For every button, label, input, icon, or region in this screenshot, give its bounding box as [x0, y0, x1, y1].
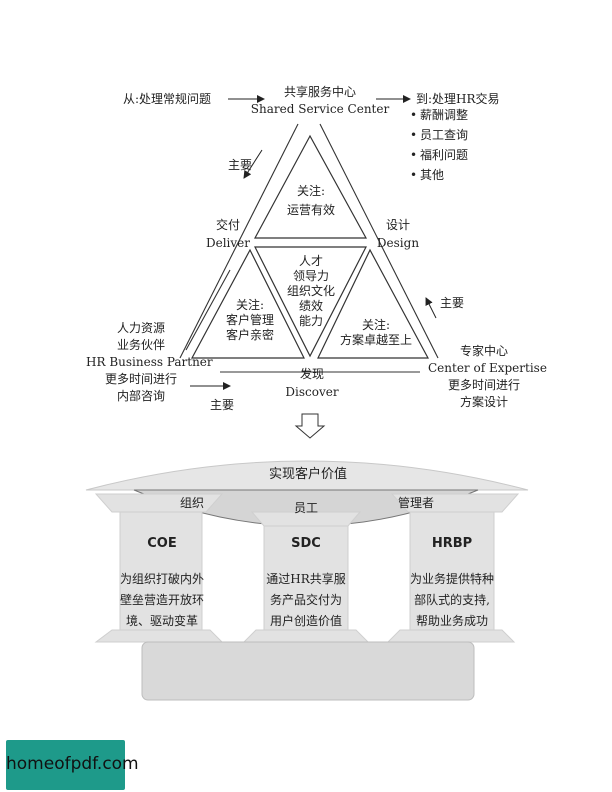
deliver-cn-label: 交付	[215, 218, 240, 232]
center-line: 人才	[298, 254, 323, 268]
top-triangle-label-2: 运营有效	[286, 203, 335, 217]
coe-line: 专家中心	[459, 344, 508, 358]
coe-line: Center of Expertise	[428, 361, 547, 375]
pillar-title: HRBP	[431, 536, 473, 551]
watermark-text: homeofpdf.com	[6, 754, 139, 774]
center-line: 组织文化	[286, 284, 335, 298]
hrbp-line: 人力资源	[116, 321, 165, 335]
right-inner-triangle	[317, 248, 430, 359]
hrbp-line: 更多时间进行	[104, 372, 177, 386]
left-note: 从:处理常规问题	[123, 92, 212, 106]
pillar-line: 为组织打破内外	[119, 572, 204, 586]
hrbp-line: 业务伙伴	[116, 338, 165, 352]
hrbp-line: 内部咨询	[116, 389, 165, 403]
pillar-line: 为业务提供特种	[409, 572, 494, 586]
left-tri-line: 客户亲密	[225, 328, 274, 342]
center-line: 绩效	[298, 299, 323, 313]
bullet-item: •薪酬调整	[410, 108, 469, 122]
bullet-item: •福利问题	[410, 148, 469, 162]
temple-graphic	[85, 460, 529, 701]
left-triangle-text: 关注: 客户管理 客户亲密	[210, 298, 290, 343]
coe-description: 专家中心 Center of Expertise 更多时间进行 方案设计	[428, 343, 547, 411]
coe-line: 方案设计	[459, 395, 508, 409]
deliver-en-label: Deliver	[205, 236, 250, 250]
right-tri-line: 方案卓越至上	[339, 333, 412, 347]
hrbp-line: HR Business Partner	[86, 355, 213, 369]
pillar-line: 通过HR共享服	[266, 572, 346, 586]
discover-en-label: Discover	[285, 385, 339, 399]
pillar-line: 用户创造价值	[269, 614, 342, 628]
hrbp-description: 人力资源 业务伙伴 HR Business Partner 更多时间进行 内部咨…	[86, 320, 213, 405]
temple-roof	[85, 460, 529, 491]
bullet-item: •其他	[410, 168, 445, 182]
right-bullet-list: •薪酬调整 •员工查询 •福利问题 •其他	[410, 105, 468, 185]
design-en-label: Design	[376, 236, 420, 250]
left-tri-line: 关注:	[235, 298, 265, 312]
pillar-line: 帮助业务成功	[415, 614, 488, 628]
pillar-line: 务产品交付为	[269, 593, 342, 607]
arc-item-employee: 员工	[293, 501, 318, 515]
bullet-item: •员工查询	[410, 128, 469, 142]
main-label-right: 主要	[440, 296, 465, 310]
outer-triangle	[179, 123, 439, 373]
pillar-middle	[242, 511, 370, 643]
upper-left-diagonal-arrow	[243, 149, 263, 179]
pillar-sdc: SDC 通过HR共享服 务产品交付为 用户创造价值	[256, 536, 356, 632]
discover-cn-label: 发现	[299, 367, 324, 381]
top-triangle-label-1: 关注:	[296, 184, 326, 198]
watermark-badge[interactable]: homeofpdf.com	[6, 740, 139, 790]
main-label-upper-left: 主要	[228, 158, 253, 172]
pillar-line: 部队式的支持,	[414, 593, 490, 607]
down-arrow-icon	[294, 413, 326, 439]
pillar-line: 境、驱动变革	[125, 614, 198, 628]
top-inner-triangle	[253, 134, 368, 239]
main-label-bottom: 主要	[210, 398, 235, 412]
left-inner-triangle	[190, 248, 305, 359]
pillar-title: COE	[147, 536, 177, 551]
pillar-title: SDC	[291, 536, 321, 551]
coe-line: 更多时间进行	[447, 378, 520, 392]
pillar-left	[94, 493, 224, 643]
pillar-right	[386, 493, 520, 643]
temple-base	[141, 641, 475, 701]
right-tri-line: 关注:	[361, 318, 391, 332]
right-diagonal-arrow	[425, 297, 437, 319]
triangle-model-graphic	[179, 95, 439, 439]
design-cn-label: 设计	[385, 218, 410, 232]
right-note: 到:处理HR交易	[416, 92, 500, 106]
right-triangle-text: 关注: 方案卓越至上	[330, 318, 422, 348]
temple-roof-label: 实现客户价值	[268, 467, 347, 482]
center-line: 能力	[298, 314, 323, 328]
center-triangle-text: 人才 领导力 组织文化 绩效 能力	[280, 254, 342, 329]
ssc-en-label: Shared Service Center	[250, 102, 390, 116]
ssc-cn-label: 共享服务中心	[283, 85, 356, 99]
arc-item-organization: 组织	[179, 496, 204, 510]
center-inner-triangle	[254, 246, 367, 358]
left-tri-line: 客户管理	[225, 313, 274, 327]
pillar-coe: COE 为组织打破内外 壁垒营造开放环 境、驱动变革	[112, 536, 212, 632]
pillar-line: 壁垒营造开放环	[119, 593, 204, 607]
arc-item-manager: 管理者	[397, 496, 434, 510]
pillar-hrbp: HRBP 为业务提供特种 部队式的支持, 帮助业务成功	[402, 536, 502, 632]
center-line: 领导力	[292, 269, 329, 283]
